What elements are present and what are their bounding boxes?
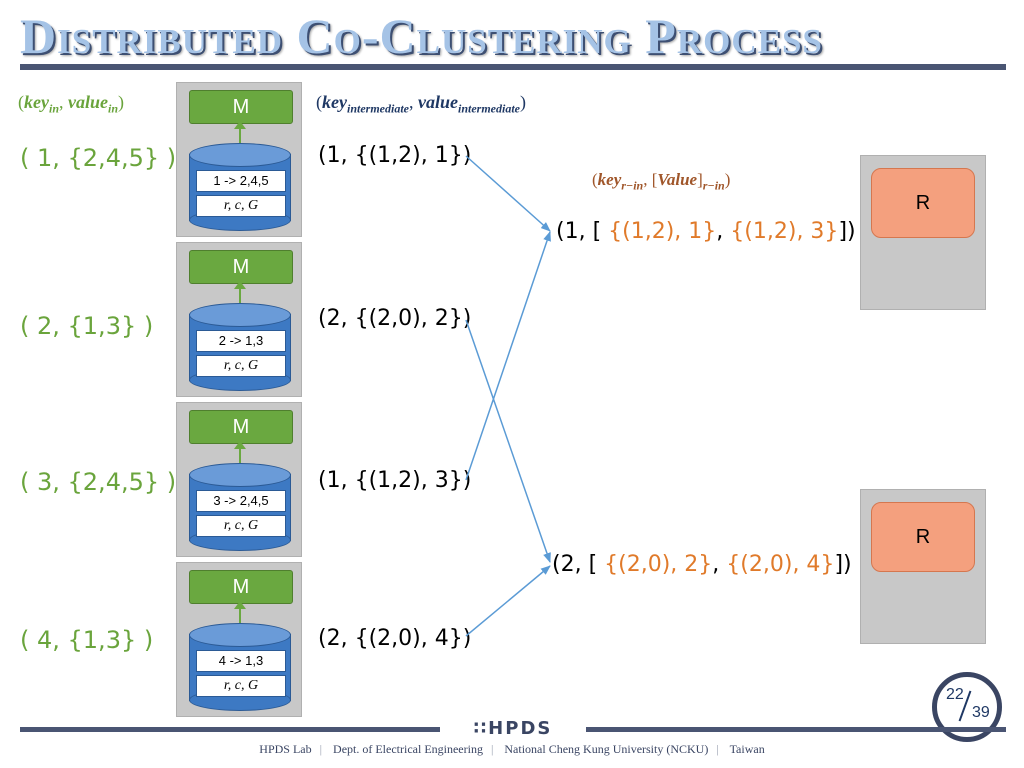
arrow-up-icon (234, 281, 246, 303)
intermediate-pair-4: (2, {(2,0), 4}) (318, 626, 472, 651)
intermediate-column-header: (keyintermediate, valueintermediate) (316, 92, 526, 116)
reducer-label: R (871, 502, 975, 572)
arrow-3 (465, 231, 551, 481)
mapper-params: r, c, G (196, 355, 286, 377)
arrow-2 (465, 319, 551, 563)
mapper-params: r, c, G (196, 195, 286, 217)
input-pair-2: ( 2, {1,3} ) (20, 312, 154, 340)
arrow-up-icon (234, 441, 246, 463)
database-icon: 3 -> 2,4,5 r, c, G (189, 463, 291, 551)
input-pair-1: ( 1, {2,4,5} ) (20, 144, 177, 172)
arrow-4 (465, 565, 551, 637)
footer-university: National Cheng Kung University (NCKU) (504, 742, 709, 756)
input-pair-4: ( 4, {1,3} ) (20, 626, 154, 654)
mapper-record: 3 -> 2,4,5 (196, 490, 286, 512)
slide-title: Distributed Co-Clustering Process (20, 8, 823, 64)
intermediate-pair-1: (1, {(1,2), 1}) (318, 143, 472, 168)
footer-lab: HPDS Lab (259, 742, 312, 756)
mapper-node-1: M 1 -> 2,4,5 r, c, G (176, 82, 302, 237)
mapper-node-3: M 3 -> 2,4,5 r, c, G (176, 402, 302, 557)
footer-country: Taiwan (729, 742, 765, 756)
arrow-up-icon (234, 601, 246, 623)
page-total: 39 (972, 704, 990, 721)
reduce-input-1: (1, [ {(1,2), 1}, {(1,2), 3}]) (556, 219, 856, 244)
database-icon: 2 -> 1,3 r, c, G (189, 303, 291, 391)
mapper-node-4: M 4 -> 1,3 r, c, G (176, 562, 302, 717)
footer: HPDS Lab| Dept. of Electrical Engineerin… (259, 742, 765, 756)
database-icon: 1 -> 2,4,5 r, c, G (189, 143, 291, 231)
reduce-input-2: (2, [ {(2,0), 2}, {(2,0), 4}]) (552, 552, 852, 577)
input-column-header: (keyin, valuein) (18, 92, 125, 116)
mapper-record: 1 -> 2,4,5 (196, 170, 286, 192)
reduce-input-header: (keyr−in, [Value]r−in) (592, 170, 731, 193)
mapper-node-2: M 2 -> 1,3 r, c, G (176, 242, 302, 397)
mapper-params: r, c, G (196, 515, 286, 537)
intermediate-pair-3: (1, {(1,2), 3}) (318, 468, 472, 493)
mapper-params: r, c, G (196, 675, 286, 697)
mapper-record: 2 -> 1,3 (196, 330, 286, 352)
reducer-label: R (871, 168, 975, 238)
mapper-record: 4 -> 1,3 (196, 650, 286, 672)
title-divider (20, 64, 1006, 70)
intermediate-pair-2: (2, {(2,0), 2}) (318, 306, 472, 331)
footer-dept: Dept. of Electrical Engineering (333, 742, 483, 756)
database-icon: 4 -> 1,3 r, c, G (189, 623, 291, 711)
reducer-node-1: R (860, 155, 986, 310)
arrow-up-icon (234, 121, 246, 143)
reducer-node-2: R (860, 489, 986, 644)
page-current: 22 (946, 686, 964, 703)
arrow-1 (465, 155, 551, 232)
input-pair-3: ( 3, {2,4,5} ) (20, 468, 177, 496)
mapper-label: M (189, 90, 293, 124)
hpds-logo: ∷HPDS (440, 719, 586, 739)
